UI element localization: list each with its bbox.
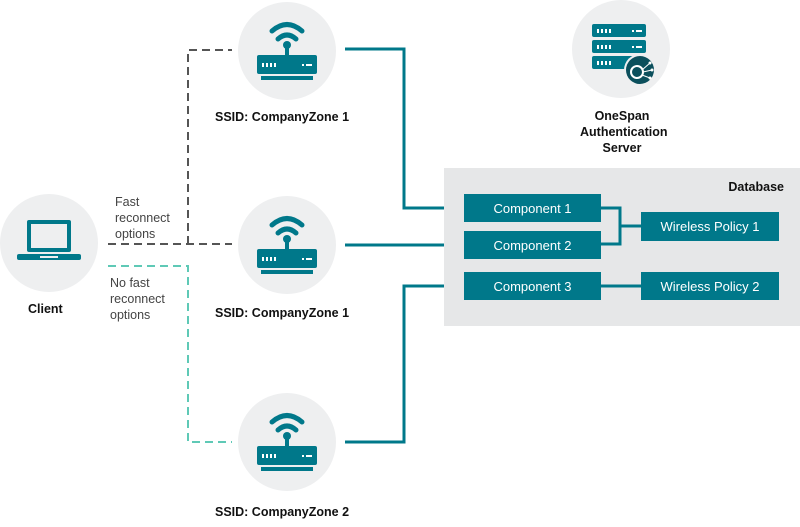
database-title: Database: [728, 180, 784, 194]
wifi-router-icon: [257, 22, 317, 80]
access-point-1-label: SSID: CompanyZone 1: [215, 110, 350, 124]
ap3-to-component3-link: [345, 284, 464, 444]
access-point-2[interactable]: [238, 196, 336, 294]
access-point-1[interactable]: [238, 2, 336, 100]
no-fast-reconnect-link: [108, 265, 232, 443]
client-label: Client: [28, 302, 63, 316]
auth-server-node[interactable]: [572, 0, 670, 98]
wifi-router-icon: [257, 216, 317, 274]
server-lock-icon: [592, 24, 656, 86]
wireless-policy-2-box[interactable]: Wireless Policy 2: [641, 272, 779, 300]
component-3-box[interactable]: Component 3: [464, 272, 601, 300]
laptop-icon: [17, 220, 81, 260]
fast-reconnect-link: [108, 49, 232, 245]
client-node[interactable]: [0, 194, 98, 292]
component-1-box[interactable]: Component 1: [464, 194, 601, 222]
component-to-policy1-link: [601, 206, 641, 246]
fast-reconnect-label: Fast reconnect options: [115, 195, 170, 241]
wireless-policy-1-box[interactable]: Wireless Policy 1: [641, 212, 779, 241]
ap1-to-component1-link: [345, 47, 464, 210]
auth-server-label: OneSpan Authentication Server: [580, 109, 668, 155]
wifi-router-icon: [257, 413, 317, 471]
access-point-2-label: SSID: CompanyZone 1: [215, 306, 350, 320]
no-fast-reconnect-label: No fast reconnect options: [110, 276, 165, 322]
access-point-3[interactable]: [238, 393, 336, 491]
component-2-box[interactable]: Component 2: [464, 231, 601, 259]
access-point-3-label: SSID: CompanyZone 2: [215, 505, 350, 519]
